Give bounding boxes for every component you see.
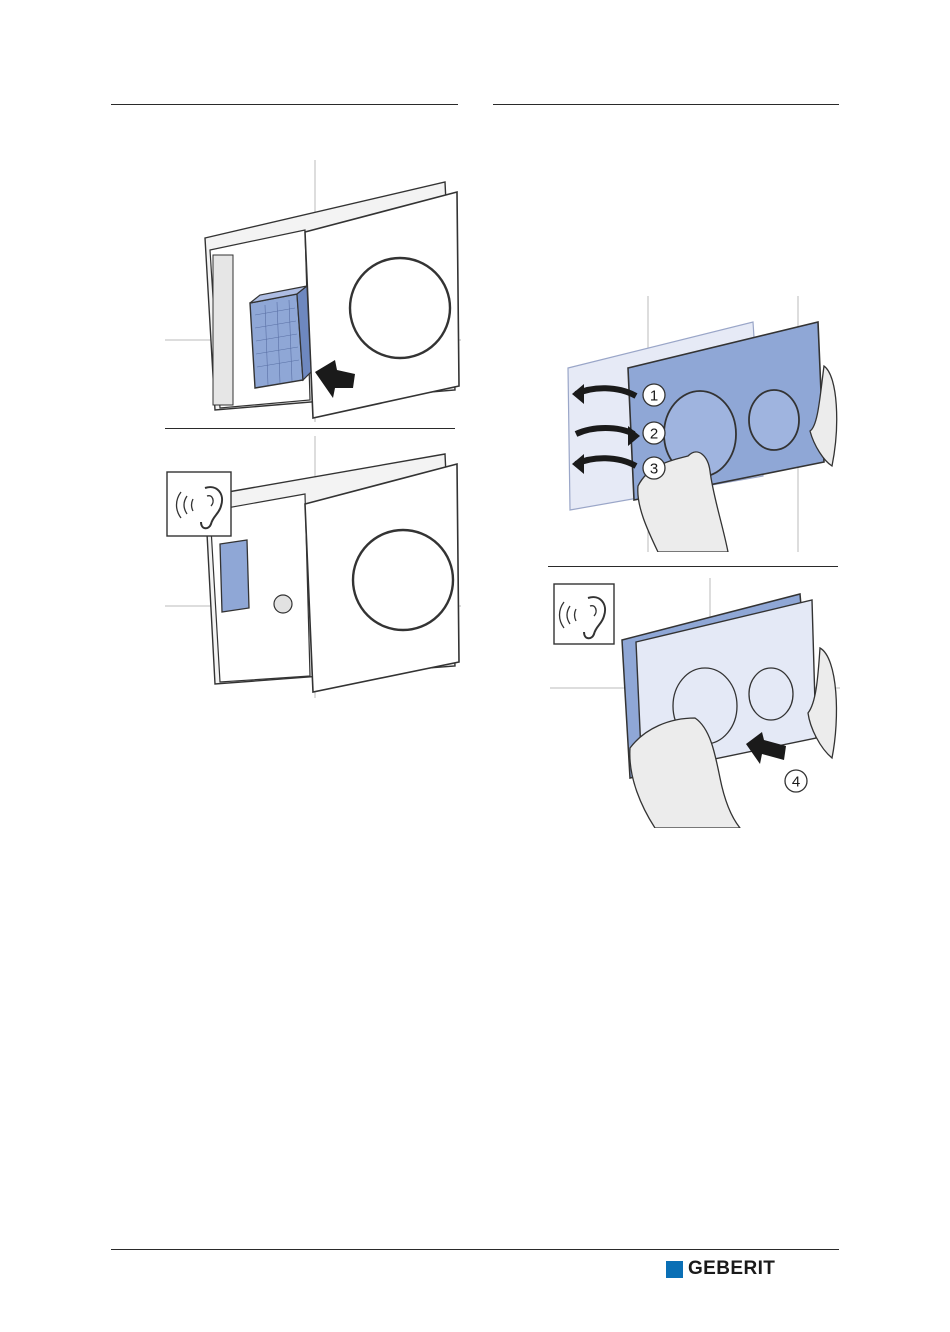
blue-module	[250, 294, 303, 388]
blue-module-installed	[220, 540, 249, 612]
step-3-marker: 3	[643, 457, 665, 479]
step-4-marker: 4	[785, 770, 807, 792]
illustration-module-installed	[165, 436, 461, 698]
illustration-remove-plate: 1 2 3	[548, 296, 840, 552]
step-2-marker: 2	[643, 422, 665, 444]
logo-text: GEBERIT	[688, 1258, 775, 1280]
logo-square-icon	[666, 1261, 683, 1278]
divider-left	[165, 428, 455, 429]
divider-right	[548, 566, 838, 567]
header-rule-right	[493, 104, 839, 105]
footer-rule	[111, 1249, 839, 1250]
step-1-label: 1	[650, 388, 658, 405]
step-2-label: 2	[650, 426, 658, 443]
ear-sound-icon	[554, 584, 614, 644]
ear-sound-icon	[167, 472, 231, 536]
geberit-logo: GEBERIT	[666, 1258, 775, 1280]
illustration-press-plate: 4	[550, 578, 840, 828]
header-rule-left	[111, 104, 458, 105]
step-3-label: 3	[650, 461, 658, 478]
step-4-label: 4	[792, 774, 800, 791]
step-1-marker: 1	[643, 384, 665, 406]
illustration-insert-module	[165, 160, 461, 422]
